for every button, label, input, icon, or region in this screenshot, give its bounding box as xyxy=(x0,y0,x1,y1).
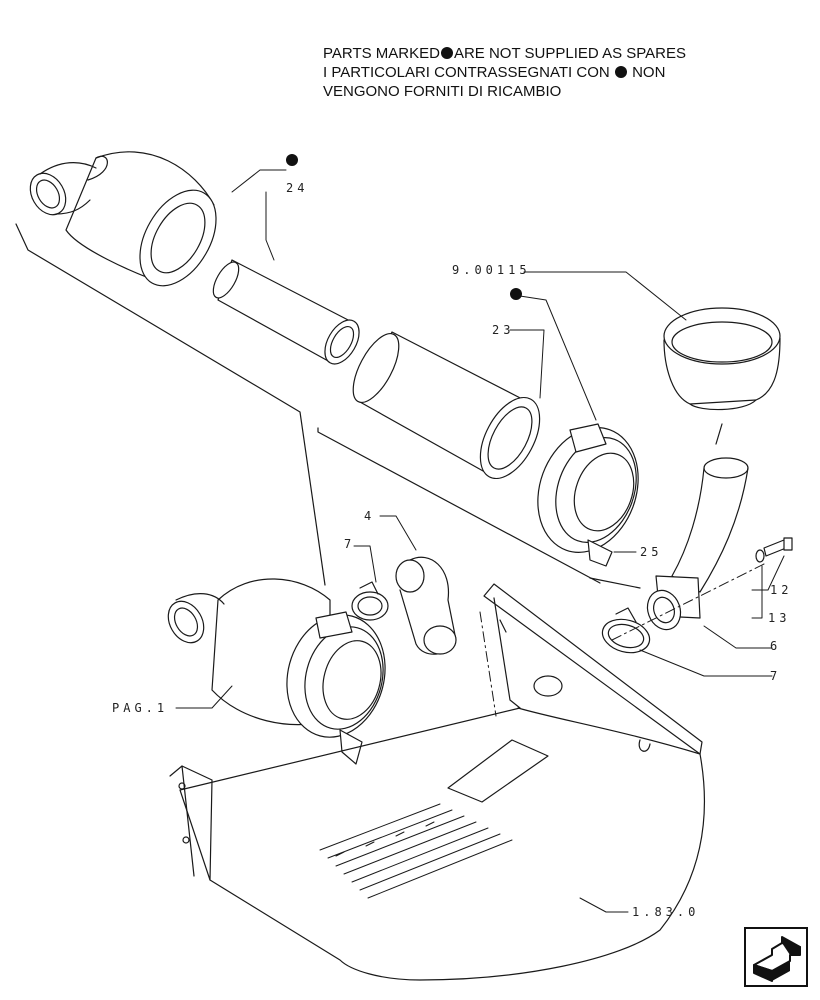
callout-12[interactable]: 12 xyxy=(770,583,792,597)
note-line2-prefix: I PARTICOLARI CONTRASSEGNATI CON xyxy=(323,64,610,81)
note-line3: VENGONO FORNITI DI RICAMBIO xyxy=(323,83,562,100)
note-line1-suffix: ARE NOT SUPPLIED AS SPARES xyxy=(453,45,686,62)
callout-1-83-0[interactable]: 1.83.0 xyxy=(632,905,699,919)
leader-lines xyxy=(175,169,785,913)
spares-note-line-1: PARTS MARKED ARE NOT SUPPLIED AS SPARES xyxy=(323,44,686,63)
callout-23[interactable]: 23 xyxy=(492,323,514,337)
black-dot-icon xyxy=(440,47,453,59)
support-bracket-platform xyxy=(169,583,705,981)
inner-safety-cartridge xyxy=(212,259,360,365)
callout-4[interactable]: 4 xyxy=(364,509,375,523)
callout-6[interactable]: 6 xyxy=(770,639,781,653)
spares-note: PARTS MARKED ARE NOT SUPPLIED AS SPARES I… xyxy=(323,44,686,101)
callout-7-right[interactable]: 7 xyxy=(770,669,781,683)
callout-9-00115[interactable]: 9.00115 xyxy=(452,263,531,277)
upper-filter-cover xyxy=(537,423,639,567)
not-supplied-marker-icon xyxy=(286,154,298,166)
note-line1-prefix: PARTS MARKED xyxy=(323,45,440,62)
hose-clamp-left xyxy=(351,581,389,621)
assembled-air-filter xyxy=(167,578,386,765)
hose-clamp-right xyxy=(601,607,651,654)
spares-note-line-2: I PARTICOLARI CONTRASSEGNATI CON NON xyxy=(323,63,686,82)
callout-13[interactable]: 13 xyxy=(768,611,790,625)
intake-elbow-pipe xyxy=(646,423,749,631)
rubber-elbow-hose xyxy=(395,556,457,655)
note-line2-suffix: NON xyxy=(632,64,666,81)
upper-filter-housing xyxy=(29,151,217,287)
main-filter-cartridge xyxy=(352,331,541,480)
callout-7-left[interactable]: 7 xyxy=(344,537,355,551)
pre-cleaner-cap xyxy=(663,307,781,411)
floor-grille-slots xyxy=(319,803,513,899)
return-arrow-icon[interactable] xyxy=(744,927,808,987)
black-dot-icon xyxy=(614,66,627,78)
bolt-and-washer xyxy=(755,537,793,563)
callout-25[interactable]: 25 xyxy=(640,545,662,559)
callout-24[interactable]: 24 xyxy=(286,181,308,195)
callout-pag-1[interactable]: PAG.1 xyxy=(112,701,168,715)
not-supplied-marker-icon xyxy=(510,288,522,300)
assembly-outline-lines xyxy=(15,223,641,589)
